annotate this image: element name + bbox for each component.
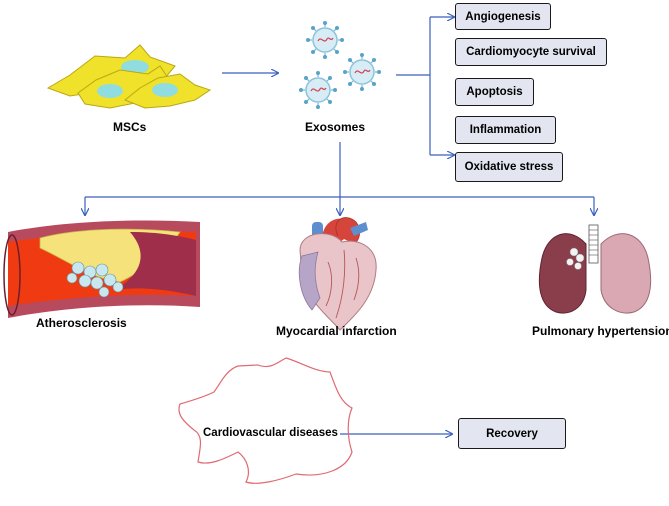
disease-outline-shape xyxy=(178,357,353,484)
myocardial-infarction-label: Myocardial infarction xyxy=(276,324,397,338)
effect-box-inflammation: Inflammation xyxy=(455,116,556,144)
pulmonary-hypertension-label: Pulmonary hypertension xyxy=(532,324,669,338)
msc-cells-illustration xyxy=(46,44,212,109)
exosomes-label: Exosomes xyxy=(305,120,366,134)
artery-illustration xyxy=(3,220,200,318)
effect-box-apoptosis: Apoptosis xyxy=(455,78,534,106)
effect-box-oxidative-stress: Oxidative stress xyxy=(455,152,563,182)
msc-nucleus xyxy=(97,84,123,98)
exosomes-illustration xyxy=(298,20,382,110)
heart-illustration xyxy=(298,217,377,331)
exosome-branch-line xyxy=(396,17,431,155)
msc-label: MSCs xyxy=(113,120,147,134)
effect-box-cardiomyocyte-survival: Cardiomyocyte survival xyxy=(455,38,607,66)
effect-box-angiogenesis: Angiogenesis xyxy=(455,3,551,30)
flow-arrows xyxy=(85,17,594,434)
msc-nucleus xyxy=(152,83,178,97)
lungs-illustration xyxy=(538,224,652,314)
msc-nucleus xyxy=(121,60,149,74)
cardiovascular-diseases-label: Cardiovascular diseases xyxy=(203,427,338,439)
exosome-particle xyxy=(305,20,345,60)
exosome-particle xyxy=(298,70,338,110)
atherosclerosis-label: Atherosclerosis xyxy=(36,316,127,330)
recovery-box: Recovery xyxy=(458,418,566,449)
exosome-particle xyxy=(342,52,382,92)
